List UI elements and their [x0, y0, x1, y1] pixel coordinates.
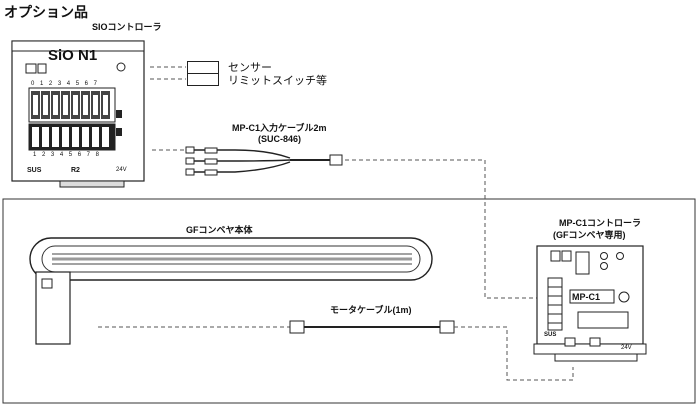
- sio-controller-label: SIOコントローラ: [92, 22, 162, 32]
- sio-num-bottom-5: 5: [68, 152, 78, 158]
- options-title: オプション品: [4, 4, 88, 20]
- sio-r2-label: R2: [71, 167, 80, 174]
- input-cable-part-number: (SUC-846): [258, 134, 302, 144]
- sio-num-top-4: 4: [66, 81, 76, 87]
- sio-controller-device: [11, 40, 145, 188]
- sensor-label: センサー: [228, 62, 272, 74]
- sio-24v-label: 24V: [116, 167, 127, 173]
- mp-controller-brand: MP-C1: [572, 292, 601, 302]
- mp-c1-controller-device: [533, 245, 647, 362]
- sio-sus-label: SUS: [27, 167, 42, 174]
- mp-controller-label: MP-C1コントローラ: [559, 218, 642, 228]
- limit-switch-box: [187, 73, 219, 86]
- motor-cable-label: モータケーブル(1m): [330, 305, 412, 315]
- mp-sus-label: SUS: [544, 332, 557, 338]
- sio-bottom-numbers: 12345678: [33, 152, 105, 158]
- sio-brand-label: SiO N1: [48, 47, 98, 64]
- sio-num-top-5: 5: [75, 81, 85, 87]
- sio-num-bottom-4: 4: [59, 152, 69, 158]
- sio-top-numbers: 01234567: [31, 81, 103, 87]
- sio-num-bottom-8: 8: [95, 152, 105, 158]
- motor-cable-drawing: [98, 320, 455, 334]
- sio-num-top-3: 3: [57, 81, 67, 87]
- sio-num-bottom-1: 1: [33, 152, 42, 158]
- sio-num-bottom-6: 6: [77, 152, 87, 158]
- sio-num-bottom-7: 7: [86, 152, 96, 158]
- sio-num-top-7: 7: [93, 81, 103, 87]
- gf-conveyor-body: [29, 237, 433, 345]
- limit-switch-label: リミットスイッチ等: [228, 75, 327, 87]
- sio-bottom-terminals: [32, 127, 109, 147]
- input-cable-label: MP-C1入力ケーブル2m: [232, 123, 327, 133]
- conveyor-system-frame: [2, 198, 696, 404]
- mp-24v-label: 24V: [621, 345, 632, 351]
- sio-num-top-1: 1: [39, 81, 49, 87]
- sio-num-top-6: 6: [84, 81, 94, 87]
- sio-top-terminals: [31, 91, 110, 119]
- sio-num-top-0: 0: [31, 81, 40, 87]
- sio-num-top-2: 2: [48, 81, 58, 87]
- sio-num-bottom-2: 2: [41, 152, 51, 158]
- mp-controller-sub-label: (GFコンベヤ専用): [553, 230, 626, 240]
- input-cable-drawing: [152, 146, 343, 176]
- conveyor-label: GFコンベヤ本体: [186, 225, 253, 235]
- sio-num-bottom-3: 3: [50, 152, 60, 158]
